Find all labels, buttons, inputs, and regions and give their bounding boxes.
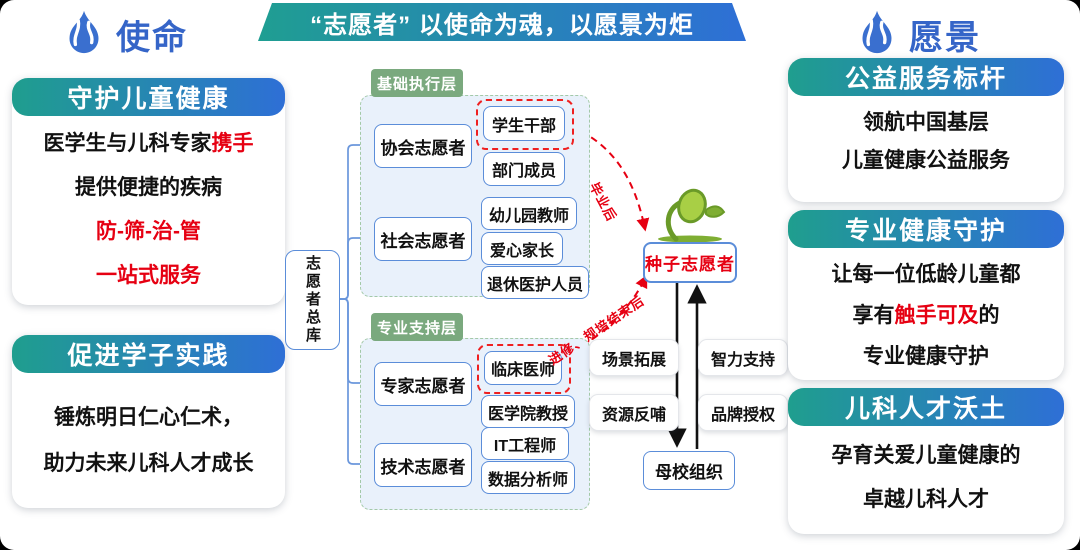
node-department-member: 部门成员 [483, 152, 565, 186]
mission-card-child-health: 守护儿童健康 医学生与儿科专家携手 提供便捷的疾病 防-筛-治-管 一站式服务 [12, 78, 285, 305]
node-kindergarten-teacher: 幼儿园教师 [481, 197, 577, 230]
card-line: 防-筛-治-管 [12, 210, 285, 254]
vision-card-health-guardian: 专业健康守护 让每一位低龄儿童都 享有触手可及的 专业健康守护 [788, 210, 1064, 380]
node-seed-volunteer: 种子志愿者 [643, 242, 737, 283]
text-segment: 锤炼明日仁心仁术， [54, 406, 243, 429]
banner-text: “志愿者” 以使命为魂，以愿景为炬 [310, 11, 694, 39]
text-segment: 儿童健康公益服务 [842, 149, 1010, 172]
text-segment-red: 触手可及 [894, 304, 979, 327]
text-segment-red: 防-筛-治-管 [96, 220, 201, 243]
text-segment: 的 [978, 304, 1000, 327]
card-line: 孕育关爱儿童健康的 [788, 434, 1064, 478]
branch-expert-volunteers: 专家志愿者 [374, 362, 472, 406]
card-line: 提供便捷的疾病 [12, 166, 285, 210]
node-it-engineer: IT工程师 [481, 427, 569, 460]
node-alma-mater: 母校组织 [643, 451, 735, 490]
vision-card-pediatric-talent: 儿科人才沃土 孕育关爱儿童健康的 卓越儿科人才 [788, 388, 1064, 534]
text-segment: 提供便捷的疾病 [75, 176, 222, 199]
card-title: 守护儿童健康 [12, 78, 285, 116]
card-title: 儿科人才沃土 [788, 388, 1064, 426]
banner: “志愿者” 以使命为魂，以愿景为炬 [258, 3, 746, 41]
text-segment: 医学生与儿科专家 [43, 132, 212, 155]
card-line: 享有触手可及的 [788, 295, 1064, 336]
card-title: 促进学子实践 [12, 335, 285, 373]
branch-association-volunteers: 协会志愿者 [374, 124, 472, 168]
text-segment: 孕育关爱儿童健康的 [831, 444, 1021, 467]
node-medical-school-professor: 医学院教授 [481, 395, 575, 428]
sprout-icon [648, 188, 732, 249]
card-line: 专业健康守护 [788, 336, 1064, 377]
layer2-label: 专业支持层 [371, 313, 463, 341]
text-segment: 专业健康守护 [863, 345, 989, 368]
text-segment-red: 携手 [211, 132, 254, 155]
branch-technical-volunteers: 技术志愿者 [374, 443, 472, 487]
benefit-brand-authorization: 品牌授权 [698, 394, 788, 431]
card-title: 专业健康守护 [788, 210, 1064, 248]
node-caring-parent: 爱心家长 [481, 232, 563, 265]
benefit-intellectual-support: 智力支持 [698, 339, 788, 376]
text-segment: 领航中国基层 [863, 111, 989, 134]
text-segment: 卓越儿科人才 [863, 488, 989, 511]
vision-header: 愿景 [853, 8, 981, 61]
highlight-frame-student-cadre [476, 99, 574, 150]
node-student-cadre: 学生干部 [483, 106, 565, 141]
text-segment-red: 一站式服务 [96, 264, 201, 287]
card-title: 公益服务标杆 [788, 58, 1064, 96]
vision-label: 愿景 [909, 19, 981, 57]
card-line: 领航中国基层 [788, 104, 1064, 142]
card-line: 一站式服务 [12, 254, 285, 298]
benefit-scene-expansion: 场景拓展 [589, 339, 679, 376]
transition-graduation-label: 毕业后 [586, 179, 620, 225]
node-clinical-physician: 临床医师 [484, 351, 562, 385]
card-line: 助力未来儿科人才成长 [12, 441, 285, 487]
text-segment: 享有 [852, 304, 895, 327]
text-segment: 让每一位低龄儿童都 [831, 263, 1021, 286]
mission-label: 使命 [116, 19, 188, 57]
root-node-volunteer-pool: 志愿者总库 [285, 250, 340, 350]
text-segment: 助力未来儿科人才成长 [43, 452, 254, 475]
card-line: 锤炼明日仁心仁术， [12, 395, 285, 441]
mission-card-student-practice: 促进学子实践 锤炼明日仁心仁术， 助力未来儿科人才成长 [12, 335, 285, 508]
node-data-analyst: 数据分析师 [481, 461, 575, 494]
card-line: 让每一位低龄儿童都 [788, 254, 1064, 295]
flame-icon [853, 8, 901, 61]
node-retired-medical-staff: 退休医护人员 [481, 266, 589, 299]
card-line: 医学生与儿科专家携手 [12, 122, 285, 166]
card-line: 卓越儿科人才 [788, 478, 1064, 522]
vision-card-service-benchmark: 公益服务标杆 领航中国基层 儿童健康公益服务 [788, 58, 1064, 202]
card-line: 儿童健康公益服务 [788, 142, 1064, 180]
layer1-label: 基础执行层 [371, 69, 463, 97]
mission-header: 使命 [60, 8, 188, 61]
flame-icon [60, 8, 108, 61]
highlight-frame-clinical-physician [477, 344, 571, 394]
benefit-resource-feedback: 资源反哺 [589, 394, 679, 431]
branch-social-volunteers: 社会志愿者 [374, 217, 472, 261]
